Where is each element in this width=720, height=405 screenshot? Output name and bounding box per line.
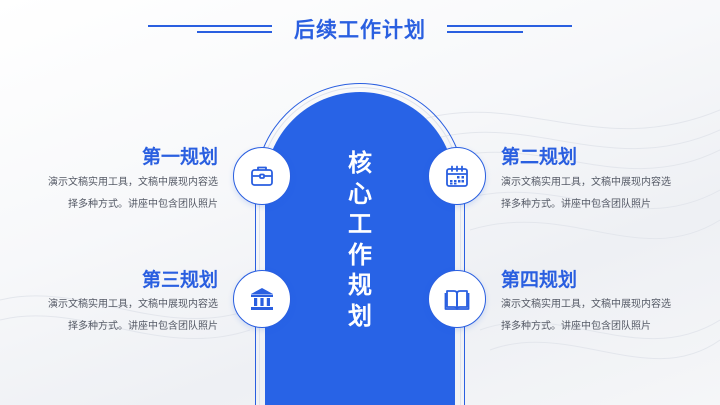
central-label-char: 心 — [348, 179, 372, 208]
page-title: 后续工作计划 — [294, 18, 426, 42]
central-label-char: 规 — [348, 271, 372, 299]
plan-3-icon-circle — [233, 270, 291, 328]
plan-1-icon-circle — [233, 147, 291, 205]
plan-description: 演示文稿实用工具，文稿中展现内容选 择多种方式。讲座中包含团队照片 — [501, 294, 691, 338]
central-label-char: 工 — [348, 210, 372, 238]
plan-description: 演示文稿实用工具，文稿中展现内容选 择多种方式。讲座中包含团队照片 — [501, 172, 691, 216]
central-label-char: 划 — [348, 301, 372, 330]
plan-title: 第三规划 — [141, 269, 218, 291]
header-line-right-top — [447, 25, 572, 27]
plan-description-line: 演示文稿实用工具，文稿中展现内容选 — [48, 177, 218, 188]
plan-4-icon-circle — [428, 270, 486, 328]
plan-2-icon-circle — [428, 147, 486, 205]
central-label-char: 作 — [348, 240, 372, 269]
plan-description-line: 择多种方式。讲座中包含团队照片 — [501, 199, 651, 210]
central-label: 核 心 工 作 规 划 — [335, 148, 385, 331]
header-line-left-top — [148, 25, 272, 27]
central-arch — [265, 92, 455, 405]
bank-icon — [251, 288, 273, 310]
calendar-icon — [446, 165, 468, 187]
plan-description: 演示文稿实用工具，文稿中展现内容选 择多种方式。讲座中包含团队照片 — [28, 172, 218, 216]
plan-description-line: 演示文稿实用工具，文稿中展现内容选 — [501, 177, 671, 188]
plan-description-line: 择多种方式。讲座中包含团队照片 — [501, 321, 651, 332]
plan-description-line: 择多种方式。讲座中包含团队照片 — [68, 321, 218, 332]
header-line-right-bottom — [447, 31, 523, 33]
plan-title: 第二规划 — [501, 146, 578, 168]
plan-title: 第四规划 — [501, 269, 578, 291]
book-icon — [444, 290, 470, 310]
plan-title: 第一规划 — [141, 146, 218, 168]
briefcase-icon — [251, 166, 273, 186]
arch-outline — [255, 83, 465, 405]
header-line-left-bottom — [197, 31, 272, 33]
plan-description: 演示文稿实用工具，文稿中展现内容选 择多种方式。讲座中包含团队照片 — [28, 294, 218, 338]
plan-description-line: 演示文稿实用工具，文稿中展现内容选 — [501, 299, 671, 310]
central-label-char: 核 — [348, 149, 372, 177]
plan-description-line: 择多种方式。讲座中包含团队照片 — [68, 199, 218, 210]
plan-description-line: 演示文稿实用工具，文稿中展现内容选 — [48, 299, 218, 310]
